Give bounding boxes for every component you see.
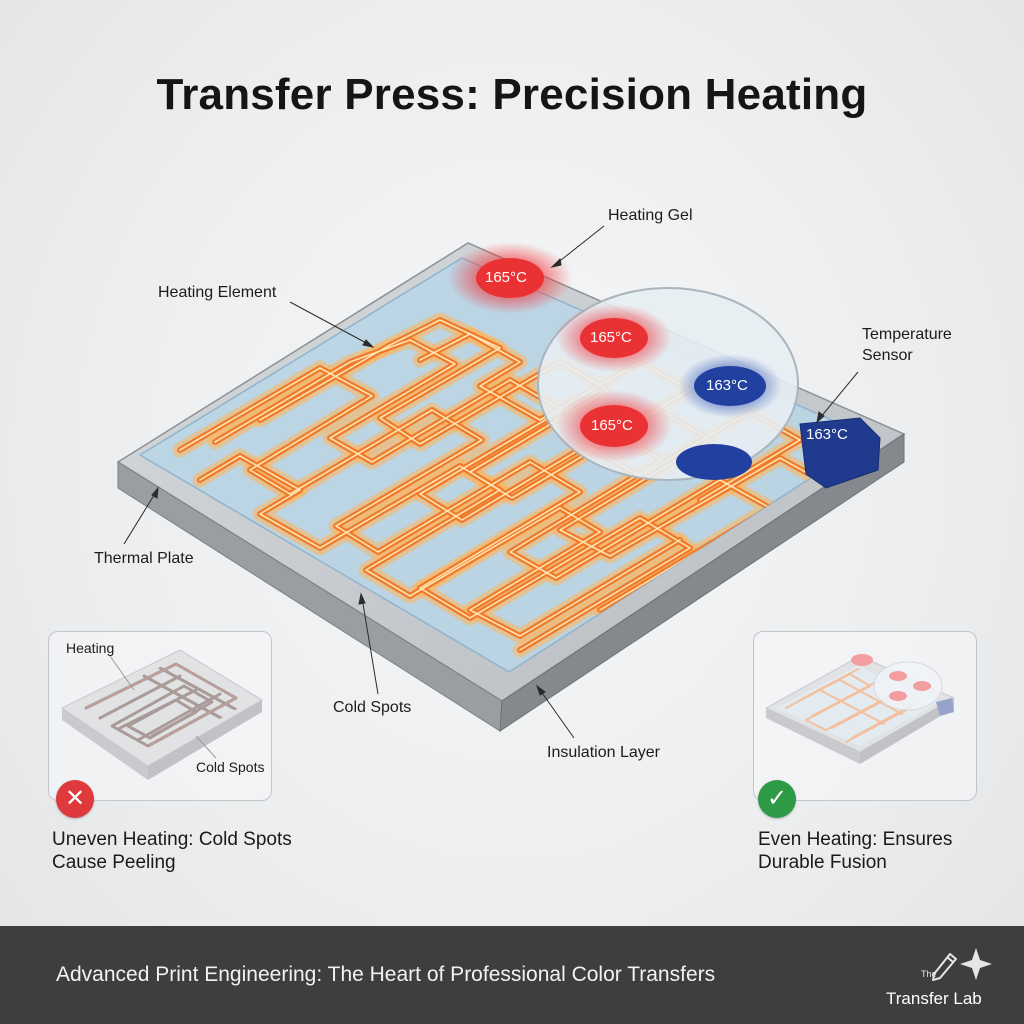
page-title: Transfer Press: Precision Heating [156, 70, 868, 119]
temperature-sensor-block [799, 417, 881, 489]
footer-tagline: Advanced Print Engineering: The Heart of… [56, 963, 716, 986]
zoom-lens [537, 287, 799, 481]
label-thermal-plate: Thermal Plate [94, 550, 194, 567]
uneven-heating-caption: Uneven Heating: Cold Spots Cause Peeling [52, 829, 292, 873]
thermal-plate-right-side [499, 433, 905, 732]
temp-gel-top: 165°C [485, 269, 527, 286]
leader-lines [123, 225, 859, 739]
label-heating-element: Heating Element [158, 284, 277, 301]
logo-name: Transfer Lab [886, 989, 982, 1008]
logo-small-text: The [921, 969, 937, 979]
check-icon: ✓ [758, 780, 796, 818]
label-insulation-layer: Insulation Layer [547, 744, 660, 761]
left-panel-heating-label: Heating [66, 640, 115, 656]
temp-sensor: 163°C [806, 426, 848, 443]
uneven-heating-panel [48, 631, 272, 801]
pen-sparkle-icon [932, 948, 992, 981]
label-cold-spots: Cold Spots [333, 699, 412, 716]
left-panel-cold-spots-label: Cold Spots [196, 759, 265, 775]
temp-zoom-top: 165°C [590, 329, 632, 346]
heating-element-coils [172, 312, 828, 658]
footer-bar: Advanced Print Engineering: The Heart of… [0, 926, 1024, 1024]
temp-zoom-right: 163°C [706, 377, 748, 394]
even-heating-caption: Even Heating: Ensures Durable Fusion [758, 829, 953, 873]
temp-zoom-left: 165°C [591, 417, 633, 434]
gel-hotspot-core [476, 258, 544, 298]
even-heating-panel [753, 631, 977, 801]
label-heating-gel: Heating Gel [608, 207, 693, 224]
x-icon: ✕ [56, 780, 94, 818]
label-temperature-sensor: Temperature Sensor [862, 326, 952, 364]
